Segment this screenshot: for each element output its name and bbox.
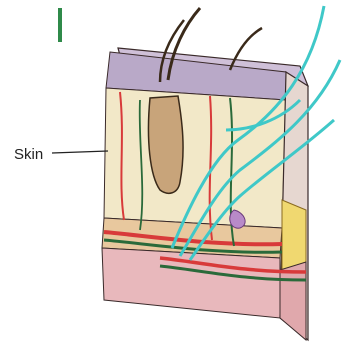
skin-label-line bbox=[52, 151, 108, 153]
dermis-layer bbox=[104, 88, 286, 228]
fat-deposit bbox=[282, 200, 306, 270]
skin-label: Skin bbox=[14, 146, 43, 163]
top-left-mark bbox=[58, 8, 62, 42]
